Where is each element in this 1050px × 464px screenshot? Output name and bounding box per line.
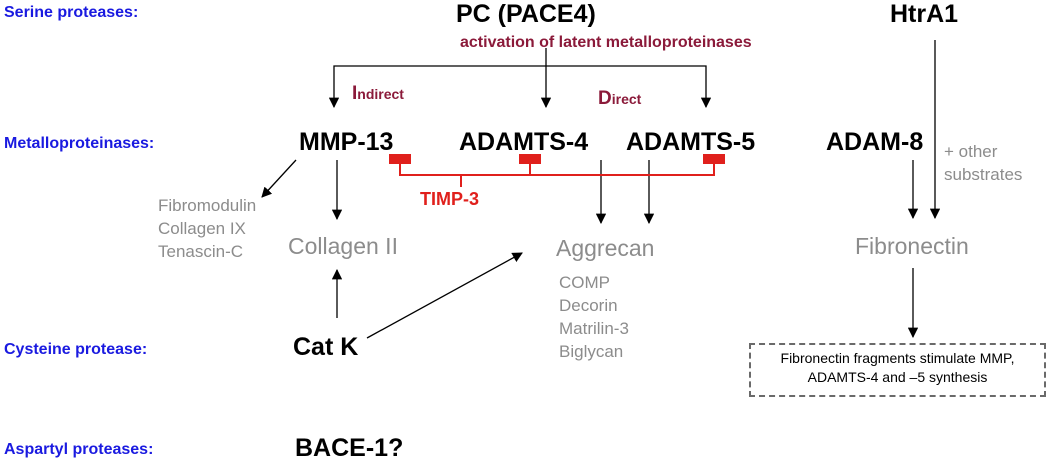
category-serine-proteases: Serine proteases: (4, 4, 139, 21)
pc-activation-bracket (328, 48, 712, 109)
enzyme-pc-pace4: PC (PACE4) (456, 0, 596, 28)
timp3-inhibition-bracket (399, 160, 715, 187)
substrate-fibronectin: Fibronectin (855, 233, 969, 259)
catk-to-aggrecan-arrow (366, 252, 523, 339)
category-cysteine-protease: Cysteine protease: (4, 341, 148, 358)
substrate-aggrecan: Aggrecan (556, 235, 655, 261)
category-aspartyl-proteases: Aspartyl proteases: (4, 441, 154, 458)
enzyme-adamts4: ADAMTS-4 (459, 128, 589, 156)
mmp13-substrate-list: Fibromodulin Collagen IX Tenascin-C (158, 196, 257, 261)
aggrecan-substrate-list: COMP Decorin Matrilin-3 Biglycan (559, 273, 629, 361)
indirect-label: Indirect (352, 83, 404, 104)
timp3-block-caps (389, 154, 725, 164)
other-substrates-label: + other substrates (944, 142, 1023, 184)
enzyme-cat-k: Cat K (293, 333, 359, 361)
enzyme-adamts5: ADAMTS-5 (626, 128, 756, 156)
mmp13-to-fibromodulin-arrow (261, 159, 297, 198)
enzyme-bace1: BACE-1? (295, 434, 404, 462)
activation-label: activation of latent metalloproteinases (460, 34, 752, 51)
fibronectin-fragments-note: Fibronectin fragments stimulate MMP, ADA… (749, 343, 1046, 397)
enzyme-htra1: HtrA1 (890, 0, 959, 28)
direct-label: Direct (598, 88, 642, 109)
substrate-collagen-ii: Collagen II (288, 233, 398, 259)
enzyme-adam8: ADAM-8 (826, 128, 924, 156)
timp3-label: TIMP-3 (420, 189, 480, 209)
category-metalloproteinases: Metalloproteinases: (4, 135, 155, 152)
enzyme-mmp13: MMP-13 (299, 128, 394, 156)
